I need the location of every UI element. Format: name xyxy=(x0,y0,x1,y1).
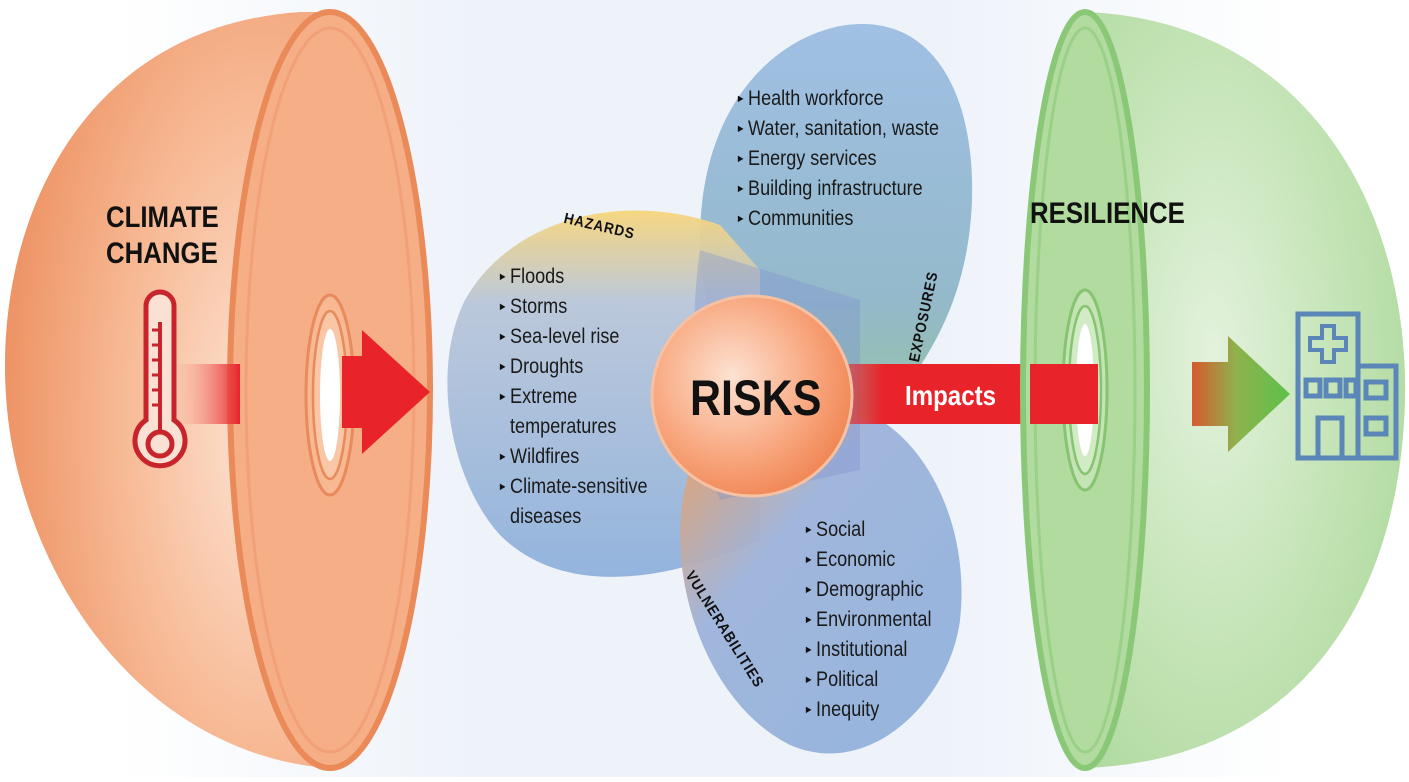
vulnerabilities-item: Social xyxy=(804,515,931,545)
resilience-title: RESILIENCE xyxy=(1030,197,1185,230)
climate-change-title-line2: CHANGE xyxy=(106,237,218,270)
vulnerabilities-item: Environmental xyxy=(804,605,931,635)
climate-arrow xyxy=(342,330,430,454)
hazards-item: Wildfires xyxy=(498,442,648,472)
hazards-item: Climate-sensitive xyxy=(498,472,648,502)
vulnerabilities-item: Institutional xyxy=(804,635,931,665)
hazards-item: Sea-level rise xyxy=(498,322,648,352)
exposures-list: Health workforce Water, sanitation, wast… xyxy=(736,84,939,234)
hazards-item: Storms xyxy=(498,292,648,322)
vulnerabilities-item: Economic xyxy=(804,545,931,575)
vulnerabilities-item: Inequity xyxy=(804,695,931,725)
vulnerabilities-list: Social Economic Demographic Environmenta… xyxy=(804,515,931,725)
vulnerabilities-item: Political xyxy=(804,665,931,695)
hospital-icon xyxy=(1295,311,1399,461)
resilience-arrow xyxy=(1192,336,1290,452)
risks-title: RISKS xyxy=(690,370,822,426)
impacts-arrow-end xyxy=(1030,364,1098,424)
climate-change-title-line1: CLIMATE xyxy=(106,201,219,234)
hazards-item: Floods xyxy=(498,262,648,292)
exposures-item: Building infrastructure xyxy=(736,174,939,204)
hazards-item: Droughts xyxy=(498,352,648,382)
climate-arrow-tail xyxy=(178,364,240,424)
hazards-list: Floods Storms Sea-level rise Droughts Ex… xyxy=(498,262,648,532)
exposures-item: Water, sanitation, waste xyxy=(736,114,939,144)
thermometer-icon xyxy=(132,289,188,469)
hazards-item-continued: temperatures xyxy=(510,415,617,438)
exposures-item: Health workforce xyxy=(736,84,939,114)
impacts-label: Impacts xyxy=(905,380,997,411)
hazards-item-continued: diseases xyxy=(510,505,582,528)
hazards-item: Extreme xyxy=(498,382,648,412)
exposures-item: Communities xyxy=(736,204,939,234)
vulnerabilities-item: Demographic xyxy=(804,575,931,605)
exposures-item: Energy services xyxy=(736,144,939,174)
risks-circle xyxy=(650,294,854,498)
